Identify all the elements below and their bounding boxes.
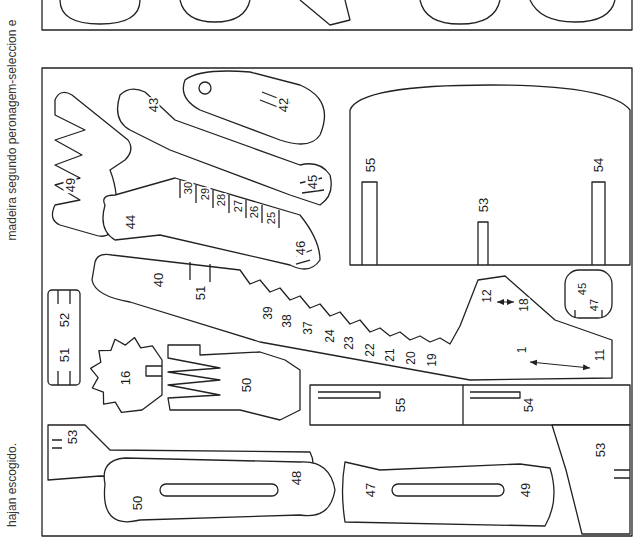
part-number: 51 — [58, 347, 71, 363]
part-number: 53 — [477, 197, 490, 213]
part-number: 25 — [266, 211, 277, 225]
part-number: 47 — [589, 298, 600, 312]
part-number: 45 — [306, 174, 319, 190]
part-number: 39 — [262, 305, 274, 320]
part-number: 40 — [152, 272, 165, 288]
part-number: 53 — [66, 429, 79, 445]
part-number: 51 — [194, 285, 207, 301]
part-number: 50 — [240, 377, 253, 393]
part-number: 30 — [183, 181, 194, 195]
part-number: 55 — [364, 157, 377, 173]
part-number: 1 — [516, 346, 528, 355]
part-number: 46 — [294, 240, 307, 256]
part-number: 38 — [281, 313, 293, 328]
part-number: 19 — [426, 352, 438, 367]
part-number: 55 — [394, 397, 407, 413]
part-number: 54 — [592, 157, 605, 173]
part-number: 16 — [119, 370, 132, 386]
part-number: 24 — [324, 328, 336, 343]
part-number: 11 — [594, 348, 606, 362]
part-number: 27 — [233, 199, 244, 213]
part-number: 42 — [277, 97, 290, 113]
part-number: 44 — [124, 214, 137, 230]
part-number: 49 — [64, 177, 77, 193]
part-number: 23 — [343, 335, 355, 350]
part-number: 29 — [200, 187, 211, 201]
part-number: 49 — [519, 482, 532, 498]
part-number: 50 — [131, 495, 144, 511]
part-number: 18 — [518, 297, 530, 312]
part-number: 26 — [249, 205, 260, 219]
page-text: hajan escogido. — [6, 442, 18, 528]
part-number: 37 — [302, 320, 314, 335]
page-text: madeira segundo peronagem-seleccion e — [6, 19, 18, 242]
part-number: 47 — [364, 482, 377, 498]
part-number: 54 — [522, 397, 535, 413]
part-number: 28 — [216, 193, 227, 207]
part-number: 53 — [594, 442, 607, 458]
part-number: 12 — [481, 288, 493, 303]
part-number: 52 — [58, 312, 71, 328]
part-number: 45 — [577, 282, 588, 296]
part-number: 48 — [290, 470, 303, 486]
part-number: 20 — [405, 350, 417, 365]
part-number: 21 — [384, 347, 396, 362]
part-number: 43 — [147, 97, 160, 113]
part-number: 22 — [364, 342, 376, 357]
